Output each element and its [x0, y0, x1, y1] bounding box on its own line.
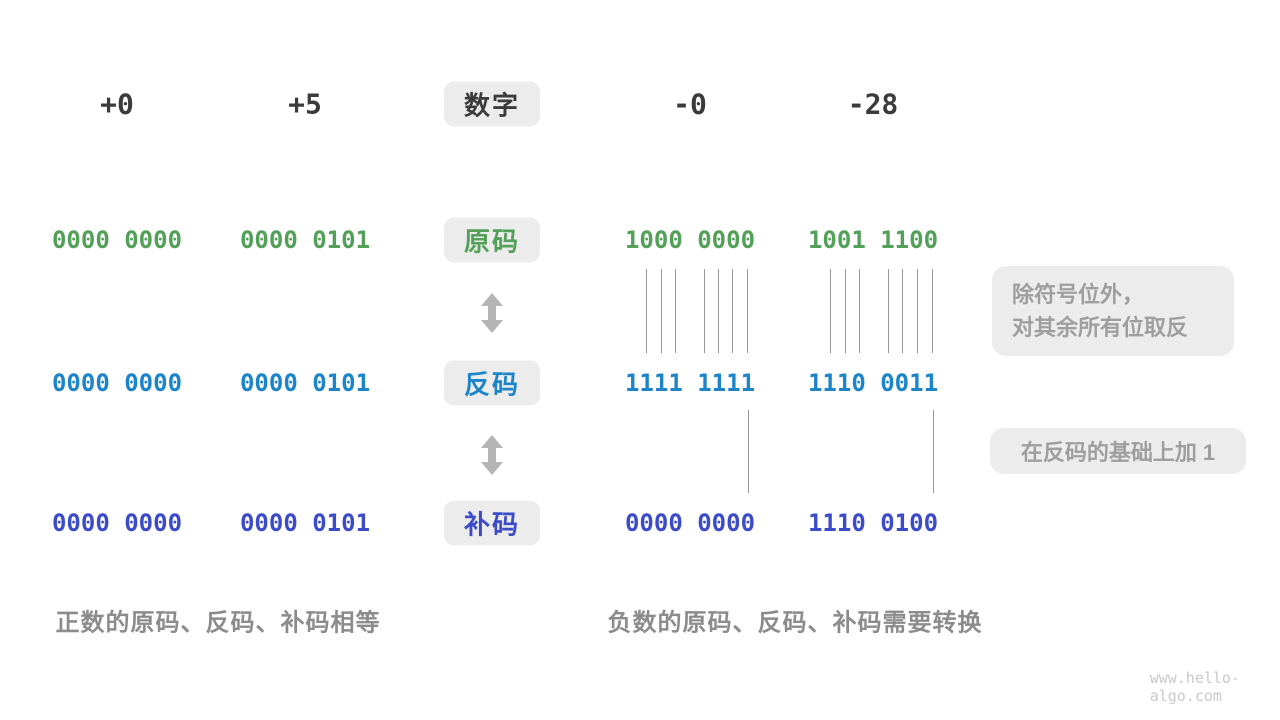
add-one-note-text: 在反码的基础上加 1 [1020, 440, 1216, 465]
ones-complement-label: 反码 [463, 369, 520, 400]
number-label: 数字 [463, 90, 520, 121]
header-value-plus5: +5 [288, 87, 322, 121]
bit-connector-line [646, 269, 647, 353]
header-value-plus0: +0 [100, 87, 134, 121]
bit-connector-line [902, 269, 903, 353]
bit-connector-line [830, 269, 831, 353]
invert-bits-note-line1: 除符号位外， [1012, 282, 1145, 307]
header-value-minus28: -28 [847, 87, 899, 121]
bit-connector-line [845, 269, 846, 353]
negative-numbers-caption: 负数的原码、反码、补码需要转换 [607, 609, 983, 637]
bit-connector-line [747, 269, 748, 353]
twos-complement-label-box: 补码 [444, 500, 540, 546]
watermark: www.hello-algo.com [1149, 669, 1240, 705]
bit-connector-line [859, 269, 860, 353]
sign-magnitude-label: 原码 [463, 226, 520, 257]
bit-connector-line [917, 269, 918, 353]
invert-bits-note-line2: 对其余所有位取反 [1012, 315, 1189, 340]
number-label-box: 数字 [444, 81, 540, 127]
positive-numbers-caption: 正数的原码、反码、补码相等 [55, 609, 381, 637]
sign-magnitude-plus0: 0000 0000 [51, 226, 183, 254]
bit-connector-line [888, 269, 889, 353]
bit-connector-line [675, 269, 676, 353]
sign-magnitude-label-box: 原码 [444, 217, 540, 263]
updown-arrow-icon [481, 293, 503, 333]
twos-complement-plus5: 0000 0101 [239, 509, 371, 537]
bit-connector-line [704, 269, 705, 353]
ones-complement-plus0: 0000 0000 [51, 369, 183, 397]
add-one-note: 在反码的基础上加 1 [990, 428, 1246, 474]
ones-complement-minus28: 1110 0011 [807, 369, 939, 397]
bit-connector-line [932, 269, 933, 353]
invert-bits-note: 除符号位外， 对其余所有位取反 [992, 266, 1234, 356]
header-value-minus0: -0 [673, 87, 707, 121]
bit-connector-line [661, 269, 662, 353]
twos-complement-plus0: 0000 0000 [51, 509, 183, 537]
add-one-connector-line [933, 410, 934, 493]
add-one-connector-line [748, 410, 749, 493]
twos-complement-label: 补码 [463, 509, 520, 540]
ones-complement-label-box: 反码 [444, 360, 540, 406]
twos-complement-minus28: 1110 0100 [807, 509, 939, 537]
sign-magnitude-plus5: 0000 0101 [239, 226, 371, 254]
bit-connector-line [732, 269, 733, 353]
ones-complement-plus5: 0000 0101 [239, 369, 371, 397]
ones-complement-minus0: 1111 1111 [624, 369, 756, 397]
sign-magnitude-minus28: 1001 1100 [807, 226, 939, 254]
sign-magnitude-minus0: 1000 0000 [624, 226, 756, 254]
twos-complement-minus0: 0000 0000 [624, 509, 756, 537]
bit-connector-line [718, 269, 719, 353]
updown-arrow-icon [481, 435, 503, 475]
